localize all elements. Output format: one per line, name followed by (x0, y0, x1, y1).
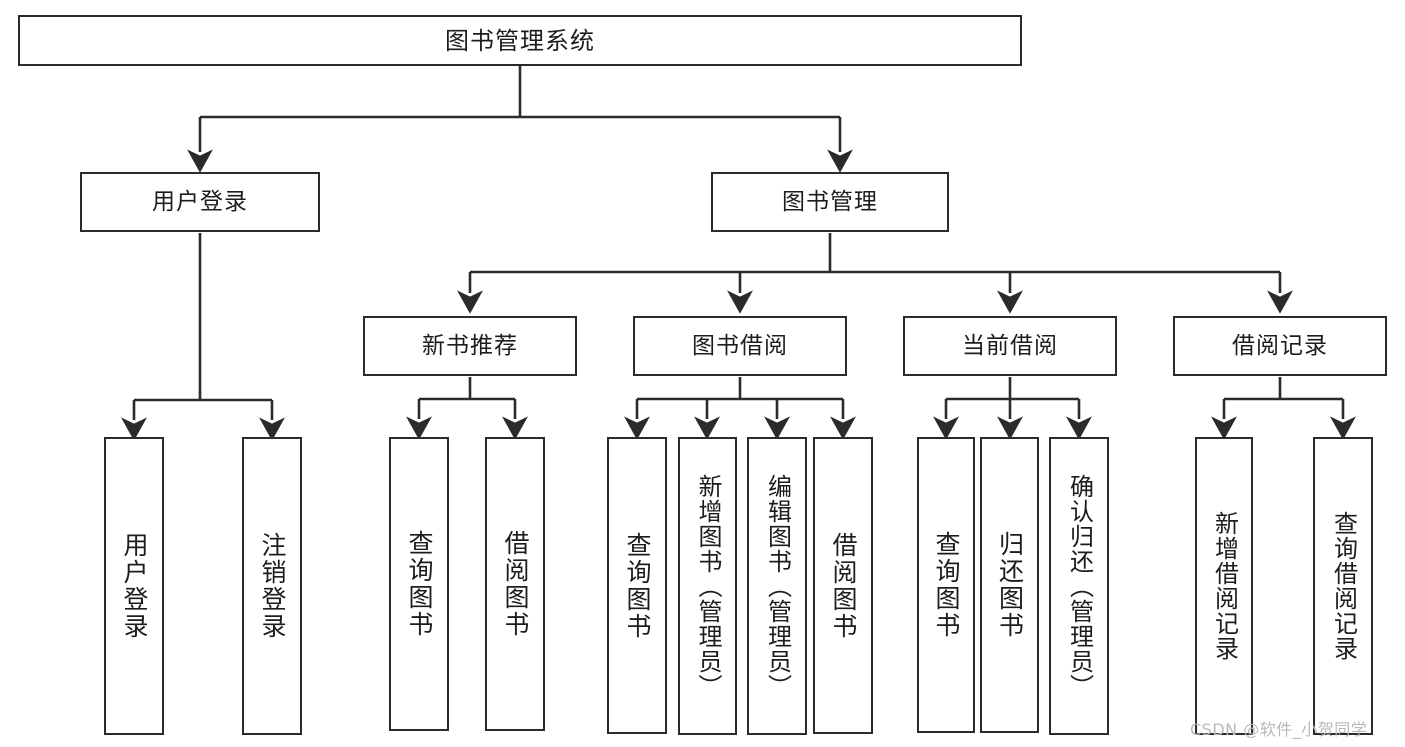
node-label: 当前借阅 (962, 332, 1058, 359)
node-label: 查询借阅记录 (1329, 511, 1358, 661)
node-label: 图书管理 (782, 188, 878, 215)
node-current-borrow[interactable]: 当前借阅 (903, 316, 1117, 376)
node-book-manage[interactable]: 图书管理 (711, 172, 949, 232)
node-book-borrow[interactable]: 图书借阅 (633, 316, 847, 376)
node-leaf-borrow-book-1[interactable]: 借阅图书 (485, 437, 545, 731)
node-label: 查询图书 (405, 530, 434, 638)
node-leaf-query-record[interactable]: 查询借阅记录 (1313, 437, 1373, 735)
node-leaf-add-record[interactable]: 新增借阅记录 (1195, 437, 1253, 735)
node-label: 新增图书（管理员） (693, 473, 722, 699)
node-leaf-query-book-1[interactable]: 查询图书 (389, 437, 449, 731)
node-leaf-confirm-return[interactable]: 确认归还（管理员） (1049, 437, 1109, 735)
node-leaf-query-book-3[interactable]: 查询图书 (917, 437, 975, 733)
node-leaf-borrow-book-2[interactable]: 借阅图书 (813, 437, 873, 734)
node-leaf-logout-login[interactable]: 注销登录 (242, 437, 302, 735)
node-root-system[interactable]: 图书管理系统 (18, 15, 1022, 66)
node-label: 用户登录 (120, 532, 149, 640)
node-label: 图书借阅 (692, 332, 788, 359)
node-label: 注销登录 (258, 532, 287, 640)
node-label: 查询图书 (932, 531, 961, 639)
node-label: 归还图书 (995, 531, 1025, 639)
node-leaf-add-book[interactable]: 新增图书（管理员） (678, 437, 737, 735)
node-label: 新书推荐 (422, 332, 518, 359)
watermark-text: CSDN @软件_小贺同学 (1190, 720, 1368, 739)
node-new-book-recommend[interactable]: 新书推荐 (363, 316, 577, 376)
node-leaf-user-login[interactable]: 用户登录 (104, 437, 164, 735)
node-label: 借阅图书 (829, 531, 858, 640)
node-label: 新增借阅记录 (1210, 511, 1239, 661)
node-label: 用户登录 (152, 188, 248, 215)
node-label: 编辑图书（管理员） (763, 473, 792, 699)
node-leaf-query-book-2[interactable]: 查询图书 (607, 437, 667, 734)
node-label: 查询图书 (623, 531, 652, 640)
node-label: 借阅记录 (1232, 332, 1328, 359)
node-leaf-edit-book[interactable]: 编辑图书（管理员） (747, 437, 807, 735)
node-user-login[interactable]: 用户登录 (80, 172, 320, 232)
node-label: 图书管理系统 (445, 26, 595, 55)
node-leaf-return-book[interactable]: 归还图书 (980, 437, 1039, 733)
node-label: 借阅图书 (501, 530, 530, 638)
node-borrow-record[interactable]: 借阅记录 (1173, 316, 1387, 376)
node-label: 确认归还（管理员） (1065, 473, 1094, 699)
